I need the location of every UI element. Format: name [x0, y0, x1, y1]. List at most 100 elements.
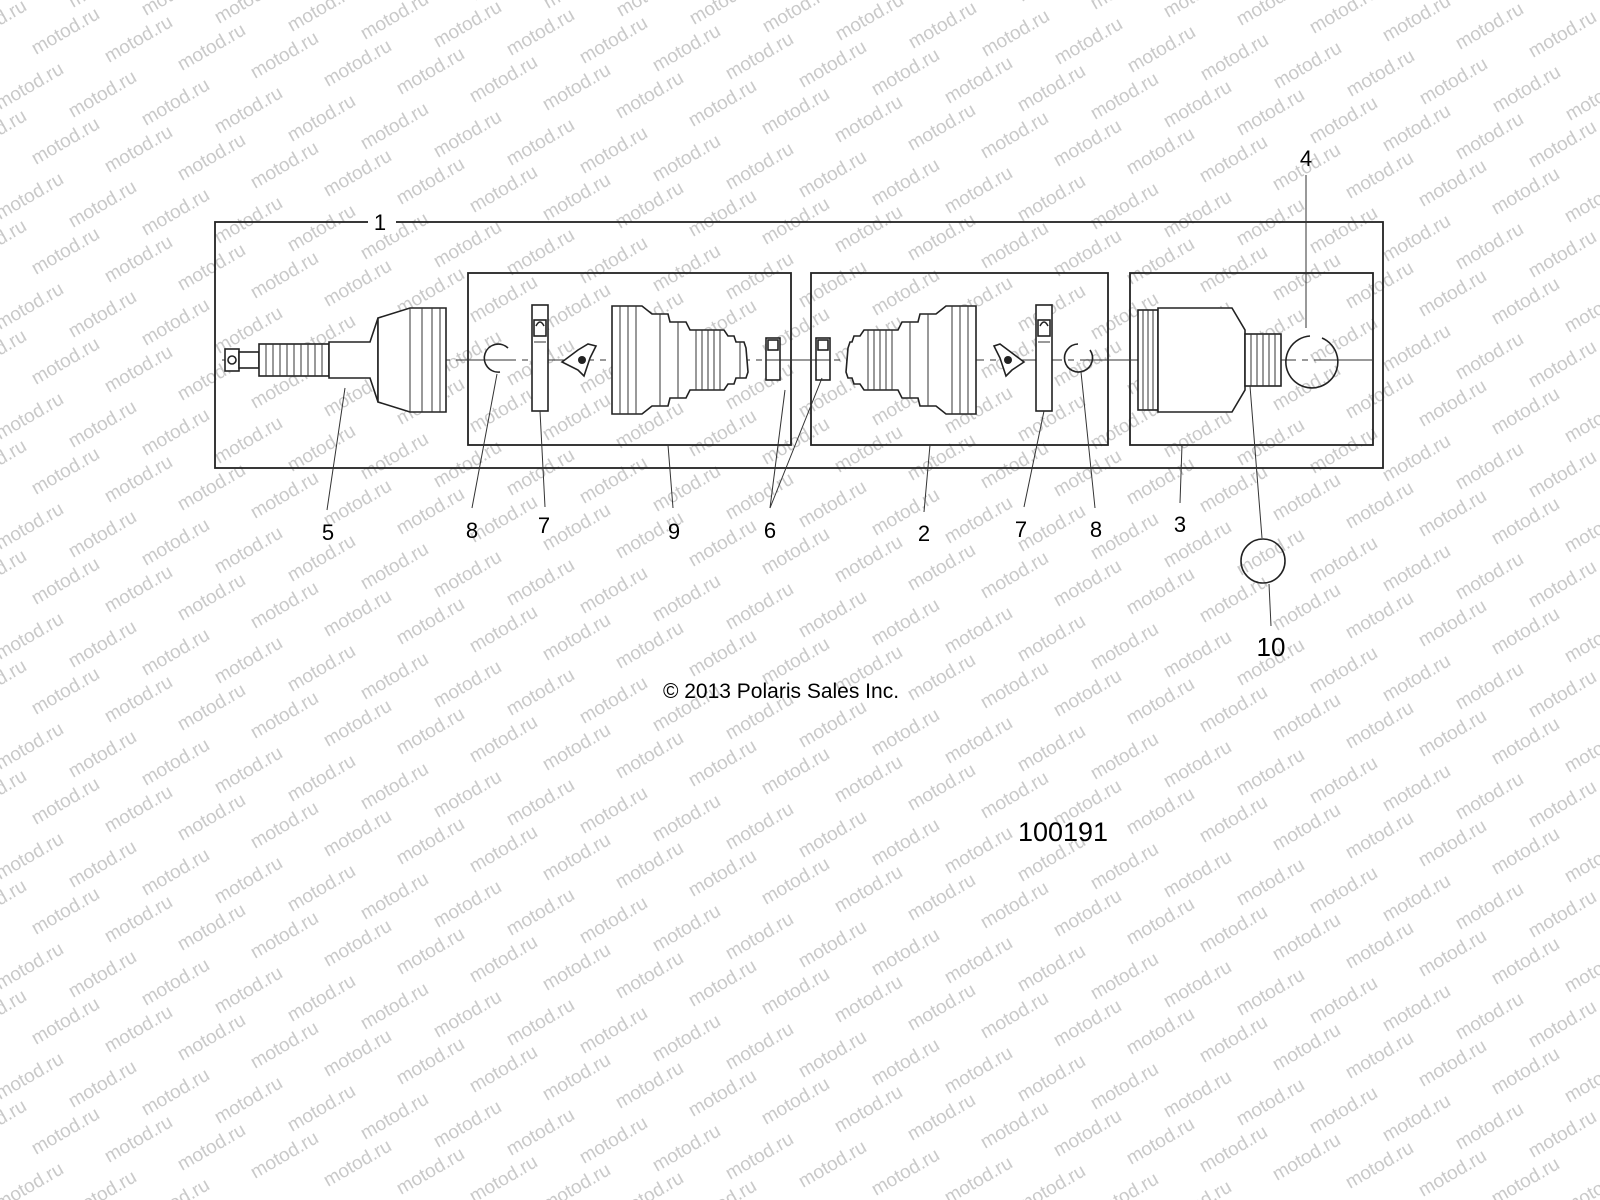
watermark-text: motod.ru — [758, 744, 833, 800]
watermark-text: motod.ru — [284, 861, 359, 917]
watermark-text: motod.ru — [0, 436, 30, 492]
watermark-text: motod.ru — [1415, 1146, 1490, 1200]
watermark-text: motod.ru — [357, 869, 432, 925]
watermark-text: motod.ru — [284, 641, 359, 697]
watermark-text: motod.ru — [649, 21, 724, 77]
watermark-text: motod.ru — [28, 334, 103, 390]
watermark-text: motod.ru — [1087, 729, 1162, 785]
watermark-text: motod.ru — [0, 876, 30, 932]
watermark-text: motod.ru — [1488, 934, 1563, 990]
watermark-text: motod.ru — [1124, 22, 1199, 78]
callout-3: 3 — [1174, 512, 1186, 537]
watermark-text: motod.ru — [65, 1057, 140, 1113]
watermark-text: motod.ru — [393, 814, 468, 870]
watermark-text: motod.ru — [795, 1137, 870, 1193]
watermark-text: motod.ru — [1269, 250, 1344, 306]
watermark-text: motod.ru — [795, 147, 870, 203]
watermark-text: motod.ru — [320, 256, 395, 312]
watermark-text: motod.ru — [174, 240, 249, 296]
watermark-text: motod.ru — [1014, 61, 1089, 117]
watermark-text: motod.ru — [685, 406, 760, 462]
watermark-text: motod.ru — [467, 0, 542, 5]
watermark-text: motod.ru — [503, 5, 578, 61]
watermark-text: motod.ru — [503, 995, 578, 1051]
watermark-text: motod.ru — [466, 52, 541, 108]
watermark-text: motod.ru — [1196, 132, 1271, 188]
watermark-text: motod.ru — [393, 484, 468, 540]
watermark-text: motod.ru — [138, 955, 213, 1011]
watermark-text: motod.ru — [868, 925, 943, 981]
figure-number: 100191 — [1018, 817, 1108, 847]
watermark-text: motod.ru — [722, 579, 797, 635]
watermark-text: motod.ru — [0, 829, 67, 885]
watermark-text: motod.ru — [539, 610, 614, 666]
callout-7-left: 7 — [538, 513, 550, 538]
watermark-text: motod.ru — [795, 1027, 870, 1083]
watermark-text: motod.ru — [1379, 431, 1454, 487]
watermark-text: motod.ru — [1050, 1106, 1125, 1162]
watermark-text: motod.ru — [1379, 981, 1454, 1037]
watermark-text: motod.ru — [1123, 564, 1198, 620]
watermark-text: motod.ru — [101, 562, 176, 618]
watermark-text: motod.ru — [977, 768, 1052, 824]
watermark-text: motod.ru — [904, 650, 979, 706]
watermark-text: motod.ru — [539, 280, 614, 336]
watermark-text: motod.ru — [831, 92, 906, 148]
watermark-text: motod.ru — [0, 216, 30, 272]
watermark-text: motod.ru — [320, 916, 395, 972]
watermark-text: motod.ru — [1379, 101, 1454, 157]
watermark-text: motod.ru — [1452, 109, 1527, 165]
watermark-text: motod.ru — [685, 76, 760, 132]
watermark-text: motod.ru — [904, 760, 979, 816]
watermark-text: motod.ru — [1561, 172, 1600, 228]
watermark-text: motod.ru — [1488, 494, 1563, 550]
watermark-text: motod.ru — [466, 712, 541, 768]
watermark-text: motod.ru — [211, 963, 286, 1019]
watermark-text: motod.ru — [1050, 666, 1125, 722]
watermark-text: motod.ru — [1379, 541, 1454, 597]
watermark-text: motod.ru — [284, 201, 359, 257]
watermark-text: motod.ru — [101, 122, 176, 178]
watermark-text: motod.ru — [977, 548, 1052, 604]
callout-8-left: 8 — [466, 518, 478, 543]
watermark-text: motod.ru — [247, 468, 322, 524]
watermark-text: motod.ru — [0, 1049, 67, 1105]
watermark-text: motod.ru — [101, 232, 176, 288]
watermark-text: motod.ru — [685, 956, 760, 1012]
watermark-text: motod.ru — [466, 1152, 541, 1200]
watermark-text: motod.ru — [1051, 14, 1126, 70]
watermark-text: motod.ru — [466, 932, 541, 988]
watermark-text: motod.ru — [1160, 517, 1235, 573]
watermark-text: motod.ru — [868, 1145, 943, 1200]
watermark-text: motod.ru — [320, 146, 395, 202]
watermark-text: motod.ru — [685, 516, 760, 572]
watermark-text: motod.ru — [393, 154, 468, 210]
watermark-text: motod.ru — [1160, 1177, 1235, 1200]
watermark-text: motod.ru — [1525, 557, 1600, 613]
watermark-text: motod.ru — [795, 807, 870, 863]
watermark-text: motod.ru — [247, 1128, 322, 1184]
watermark-text: motod.ru — [1306, 533, 1381, 589]
watermark-text: motod.ru — [1233, 0, 1308, 30]
watermark-text: motod.ru — [941, 163, 1016, 219]
watermark-text: motod.ru — [320, 696, 395, 752]
watermark-text: motod.ru — [1561, 1052, 1600, 1108]
watermark-text: motod.ru — [65, 727, 140, 783]
watermark-text: motod.ru — [868, 815, 943, 871]
watermark-text: motod.ru — [211, 1073, 286, 1129]
watermark-text: motod.ru — [868, 595, 943, 651]
o-ring — [1240, 538, 1286, 584]
watermark-text: motod.ru — [65, 177, 140, 233]
watermark-text: motod.ru — [576, 893, 651, 949]
watermark-text: motod.ru — [539, 830, 614, 886]
watermark-text: motod.ru — [722, 139, 797, 195]
watermark-text: motod.ru — [503, 885, 578, 941]
watermark-text: motod.ru — [868, 155, 943, 211]
watermark-text: motod.ru — [430, 0, 505, 52]
watermark-text: motod.ru — [211, 523, 286, 579]
watermark-text: motod.ru — [138, 405, 213, 461]
watermark-text: motod.ru — [758, 1074, 833, 1130]
watermark-text: motod.ru — [1269, 690, 1344, 746]
watermark-text: motod.ru — [138, 295, 213, 351]
watermark-text: motod.ru — [211, 413, 286, 469]
